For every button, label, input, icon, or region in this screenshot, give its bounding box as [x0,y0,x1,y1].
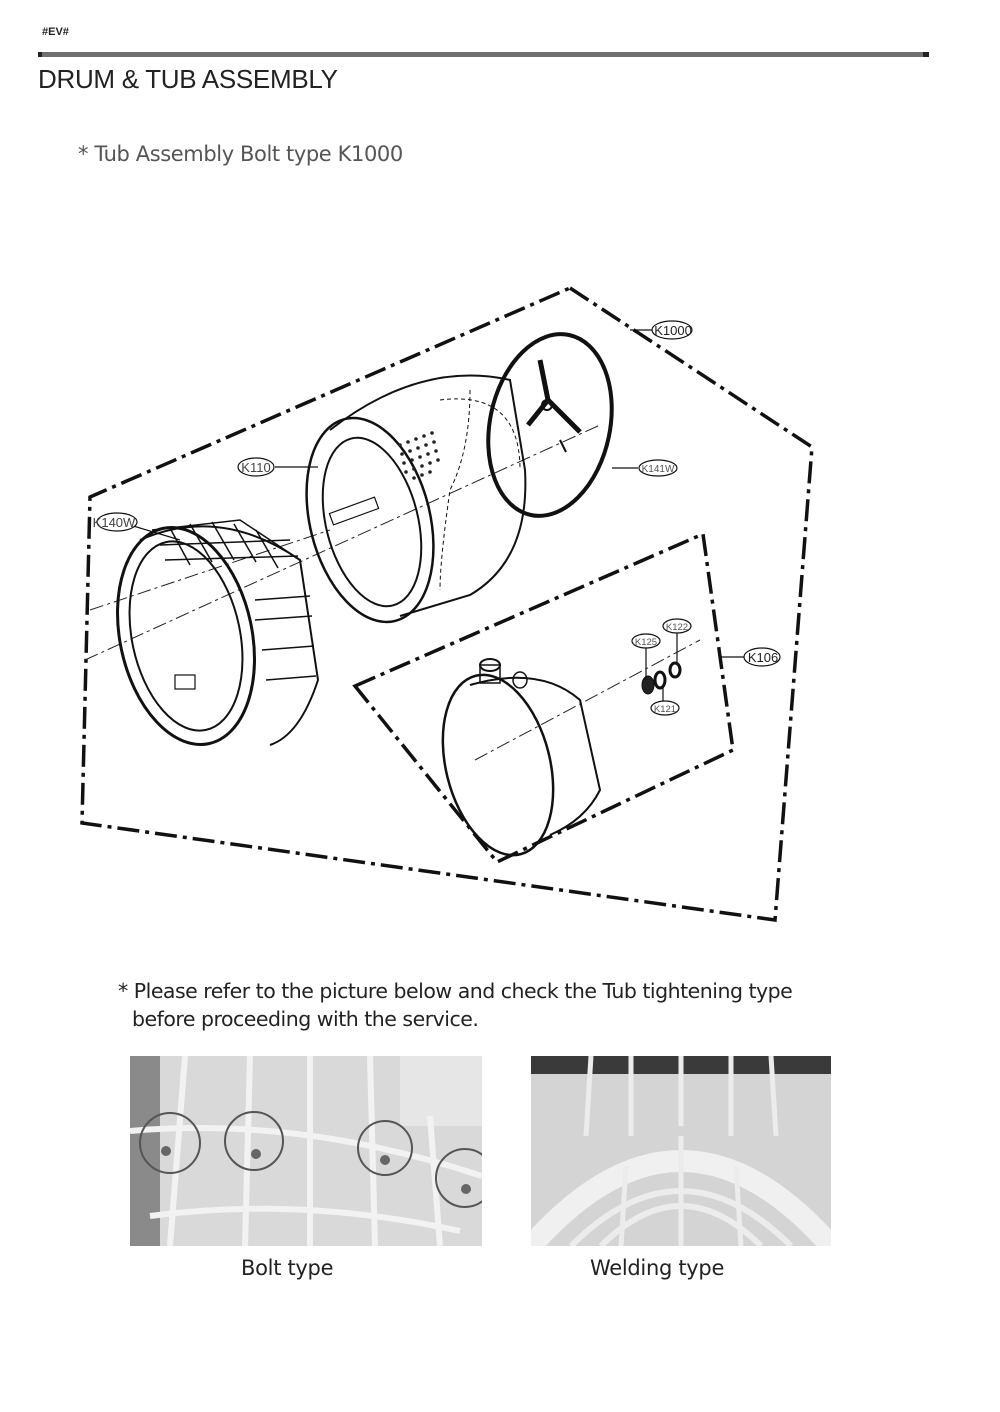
page-title: DRUM & TUB ASSEMBLY [38,64,338,94]
callout-k1000: K1000 [654,323,692,338]
k106-boundary [352,531,735,865]
service-note: * Please refer to the picture below and … [118,977,793,1033]
welding-type-caption: Welding type [590,1256,725,1280]
bolt-type-photo [130,1056,482,1246]
callout-k125: K125 [635,637,657,648]
bearing-set [641,661,682,695]
callout-k110: K110 [241,460,270,475]
gasket-spider-drawing [486,332,614,518]
callout-k121: K121 [654,704,676,715]
rear-tub-drawing [441,658,602,857]
callout-k106: K106 [748,650,778,665]
section-subtitle: * Tub Assembly Bolt type K1000 [78,142,403,166]
drum-drawing [305,374,527,624]
document-code: #EV# [42,26,69,38]
header-rule [38,52,929,57]
drum-perforations [398,431,440,480]
bolt-type-caption: Bolt type [241,1256,334,1280]
callout-k122: K122 [666,622,688,633]
tub-front-drawing [116,519,320,746]
service-note-line-2: before proceeding with the service. [132,1007,479,1031]
callout-k141w: K141W [642,464,675,475]
service-note-line-1: * Please refer to the picture below and … [118,979,793,1003]
welding-type-photo [531,1056,831,1246]
exploded-assembly-diagram: K1000 K110 K141W K140W K106 K125 K122 K1… [80,286,814,922]
callout-k140w: K140W [93,515,136,530]
k1000-boundary [80,286,814,922]
